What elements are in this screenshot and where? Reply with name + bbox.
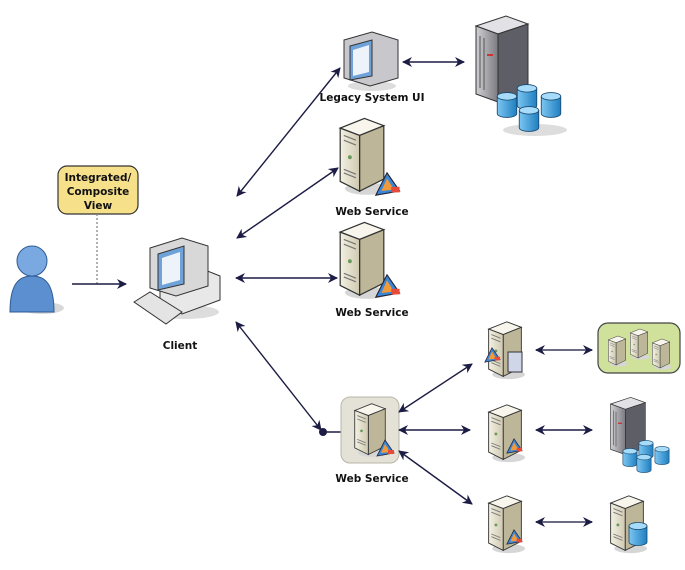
arrow-ws3-to-service-a [398, 363, 473, 413]
callout-line-1: Integrated/ [65, 172, 132, 184]
callout-line-2: Composite [67, 186, 130, 198]
db-b4-icon [636, 454, 652, 473]
arrow-client-to-web-service-3 [235, 321, 322, 431]
db-b2-icon [654, 446, 670, 465]
arrow-ws3-to-service-c [398, 450, 473, 505]
legacy-system-ui-monitor-icon [343, 31, 399, 91]
integrated-composite-view-callout: Integrated/ Composite View [57, 165, 139, 215]
client-computer-icon [133, 237, 221, 325]
db-b3-icon [622, 448, 638, 467]
legacy-system-ui-label: Legacy System UI [320, 92, 425, 104]
web-service-2-label: Web Service [335, 307, 408, 319]
arrow-client-to-web-service-1 [236, 167, 339, 239]
database-cluster-icon [496, 84, 567, 136]
client-label: Client [163, 340, 198, 352]
db-c-icon [628, 522, 648, 546]
web-service-3-label: Web Service [335, 473, 408, 485]
callout-line-3: View [84, 200, 113, 212]
service-a-ui-icon [507, 351, 523, 373]
web-service-1-label: Web Service [335, 206, 408, 218]
user-icon [9, 245, 64, 314]
